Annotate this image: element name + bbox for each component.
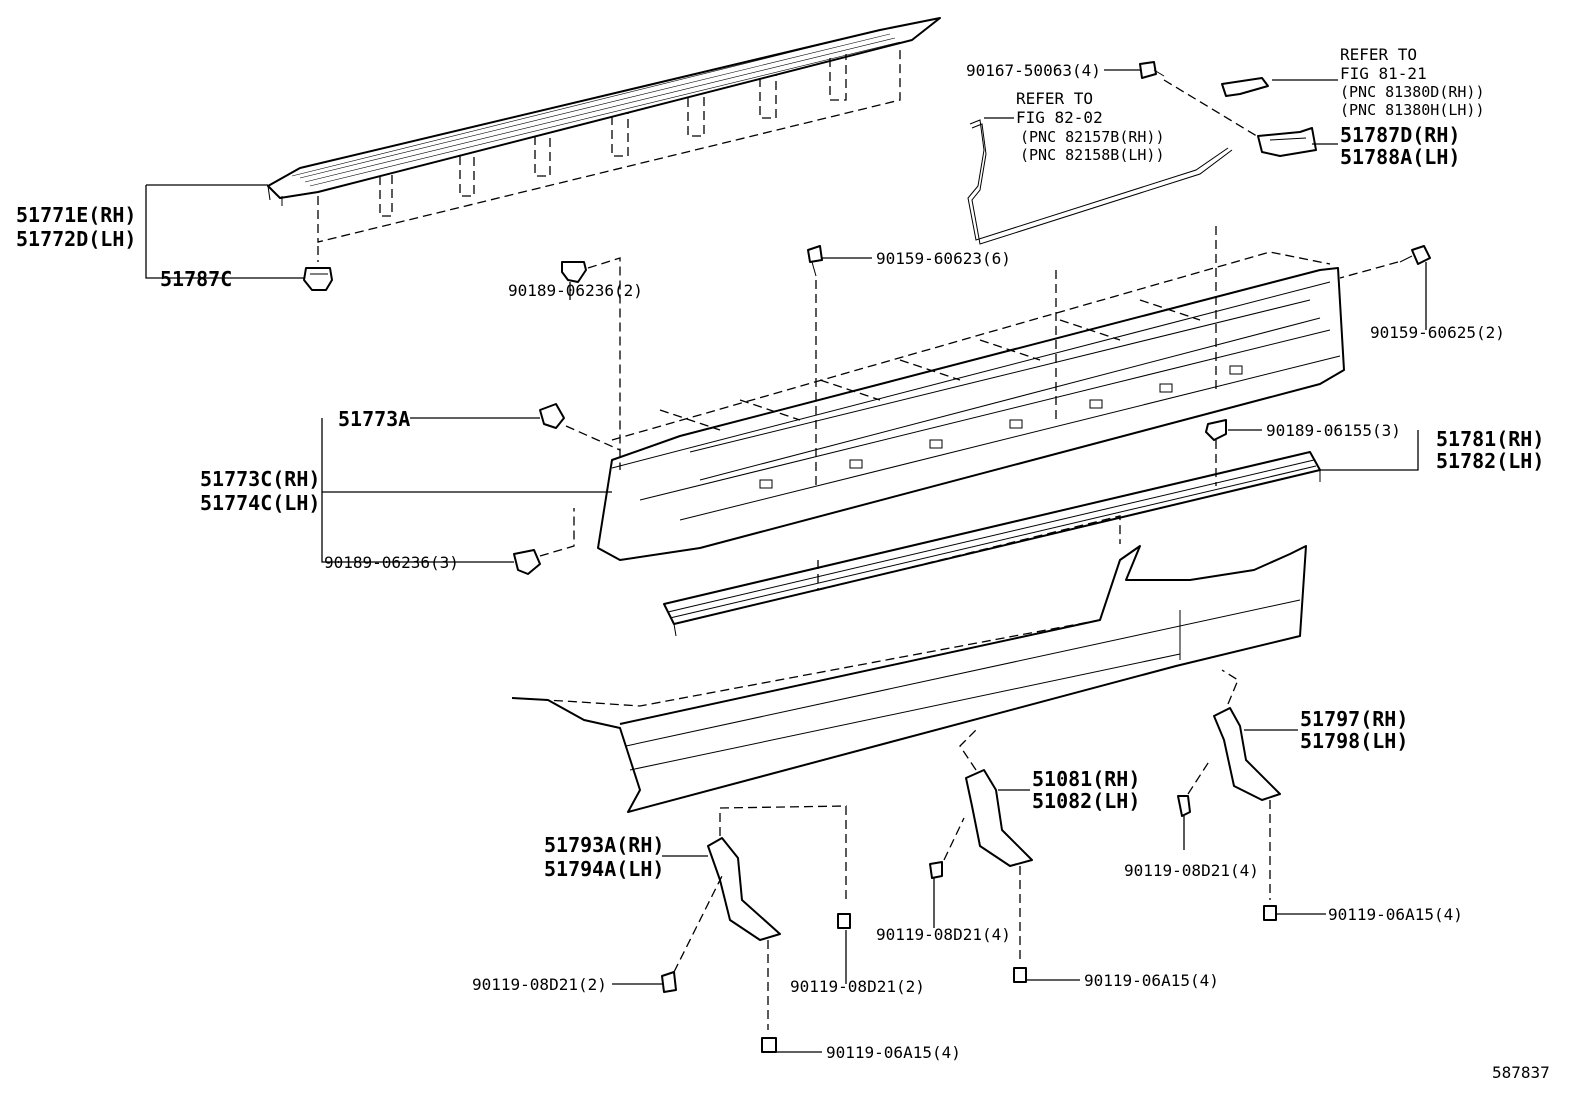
label-51782: 51782(LH) xyxy=(1436,449,1544,473)
label-51771e: 51771E(RH) xyxy=(16,203,136,227)
label-51797: 51797(RH) xyxy=(1300,707,1408,731)
refer2-line1: REFER TO xyxy=(1016,89,1093,108)
sill-panel xyxy=(597,226,1345,561)
label-51781: 51781(RH) xyxy=(1436,427,1544,451)
label-90119-08d21-2b: 90119-08D21(2) xyxy=(790,977,925,996)
label-90119-08d21-4a: 90119-08D21(4) xyxy=(1124,861,1259,880)
label-51798: 51798(LH) xyxy=(1300,729,1408,753)
clip-51773a xyxy=(539,403,621,451)
bolt-90167-50063 xyxy=(1139,61,1271,145)
label-90159-60625: 90159-60625(2) xyxy=(1370,323,1505,342)
label-51081: 51081(RH) xyxy=(1032,767,1140,791)
label-51787c: 51787C xyxy=(160,267,232,291)
label-51787d: 51787D(RH) xyxy=(1340,123,1460,147)
label-51772d: 51772D(LH) xyxy=(16,227,136,251)
refer2-line4: (PNC 82158B(LH)) xyxy=(1020,146,1165,164)
leader-lines xyxy=(145,69,1427,1053)
bracket-51081 xyxy=(959,729,1033,960)
label-51793a: 51793A(RH) xyxy=(544,833,664,857)
refer1-line2: FIG 81-21 xyxy=(1340,64,1427,83)
label-90119-06a15-4b: 90119-06A15(4) xyxy=(1084,971,1219,990)
label-51773c: 51773C(RH) xyxy=(200,467,320,491)
label-90189-06236-3: 90189-06236(3) xyxy=(324,553,459,572)
label-90159-60623: 90159-60623(6) xyxy=(876,249,1011,268)
bracket-51787d xyxy=(1257,127,1317,157)
figure-number: 587837 xyxy=(1492,1063,1550,1082)
scuff-plate xyxy=(267,17,941,243)
label-90119-06a15-4a: 90119-06A15(4) xyxy=(1328,905,1463,924)
rocker-panel xyxy=(511,545,1307,813)
clip-51787c xyxy=(303,246,333,291)
part-labels: 51771E(RH) 51772D(LH) 51787C 90167-50063… xyxy=(16,45,1550,1082)
refer2-line2: FIG 82-02 xyxy=(1016,108,1103,127)
clip-90189-06236-2 xyxy=(561,257,621,470)
refer1-line4: (PNC 81380H(LH)) xyxy=(1340,101,1485,119)
bolt-group-lower xyxy=(661,759,1277,1053)
harness-82157b xyxy=(967,119,1233,245)
clip-90189-06236-3 xyxy=(513,508,575,575)
bracket-51793a xyxy=(707,805,847,1030)
label-51794a: 51794A(LH) xyxy=(544,857,664,881)
label-90119-08d21-2a: 90119-08D21(2) xyxy=(472,975,607,994)
label-90189-06236-2: 90189-06236(2) xyxy=(508,281,643,300)
label-51774c: 51774C(LH) xyxy=(200,491,320,515)
refer1-line3: (PNC 81380D(RH)) xyxy=(1340,83,1485,101)
bolt-90159-60623 xyxy=(807,245,823,490)
label-90167-50063: 90167-50063(4) xyxy=(966,61,1101,80)
refer1-line1: REFER TO xyxy=(1340,45,1417,64)
clip-90189-06155 xyxy=(1205,419,1227,486)
label-51788a: 51788A(LH) xyxy=(1340,145,1460,169)
label-90119-08d21-4b: 90119-08D21(4) xyxy=(876,925,1011,944)
bracket-51797 xyxy=(1213,669,1281,900)
label-51773a: 51773A xyxy=(338,407,410,431)
label-90119-06a15-4c: 90119-06A15(4) xyxy=(826,1043,961,1062)
bolt-90159-60625 xyxy=(1339,245,1431,279)
label-51082: 51082(LH) xyxy=(1032,789,1140,813)
handle-81380d xyxy=(1221,77,1269,97)
label-90189-06155: 90189-06155(3) xyxy=(1266,421,1401,440)
refer2-line3: (PNC 82157B(RH)) xyxy=(1020,128,1165,146)
